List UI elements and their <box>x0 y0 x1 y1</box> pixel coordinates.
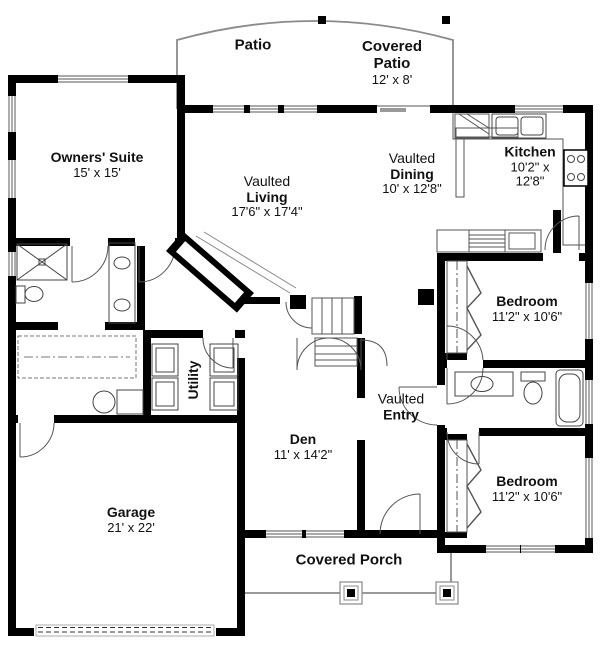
fireplace-icon <box>165 231 297 313</box>
sliding-door-icon <box>380 108 406 112</box>
label-patio: Patio <box>234 36 272 54</box>
label-dining: Vaulted Dining 10' x 12'8" <box>382 150 442 197</box>
label-garage: Garage 21' x 22' <box>106 503 156 535</box>
label-covered-porch: Covered Porch <box>295 551 403 569</box>
bedroom-closets <box>446 260 482 533</box>
interior-walls <box>8 75 585 538</box>
toilet-icon <box>15 285 44 304</box>
label-bedroom-lower: Bedroom 11'2" x 10'6" <box>491 472 563 504</box>
dining-cabinets <box>436 229 542 253</box>
porch-lines <box>245 553 452 594</box>
hall-opening <box>437 385 445 425</box>
vanity-sinks-icon <box>108 242 136 324</box>
patio-outline <box>176 20 454 109</box>
label-utility: Utility <box>185 360 202 400</box>
utility-pad <box>116 389 144 415</box>
stove-icon <box>563 149 589 187</box>
door-swings <box>19 215 580 535</box>
hallbath-toilet-icon <box>520 371 546 405</box>
linen-closet <box>311 297 358 367</box>
hallbath-sink-icon <box>454 371 514 397</box>
windows <box>8 75 593 553</box>
label-den: Den 11' x 14'2" <box>273 430 333 462</box>
shower-icon <box>16 243 68 281</box>
label-owners-suite: Owners' Suite 15' x 15' <box>50 148 144 180</box>
label-covered-patio: Covered Patio 12' x 8' <box>361 37 423 87</box>
water-heater-icon <box>92 390 116 414</box>
label-kitchen: Kitchen 10'2" x 12'8" <box>504 143 556 189</box>
walkin-closet <box>17 335 137 379</box>
label-entry: Vaulted Entry <box>377 390 425 422</box>
porch-post-icon <box>339 581 459 605</box>
refrigerator-icon <box>454 113 490 139</box>
washer-dryer-icon <box>151 343 239 411</box>
label-living: Vaulted Living 17'6" x 17'4" <box>231 173 303 220</box>
label-bedroom-upper: Bedroom 11'2" x 10'6" <box>491 292 563 324</box>
patio-post-icon <box>318 16 450 24</box>
kitchen-sink-icon <box>491 113 547 139</box>
bathtub-icon <box>555 369 584 427</box>
garage-door-icon <box>34 624 216 638</box>
